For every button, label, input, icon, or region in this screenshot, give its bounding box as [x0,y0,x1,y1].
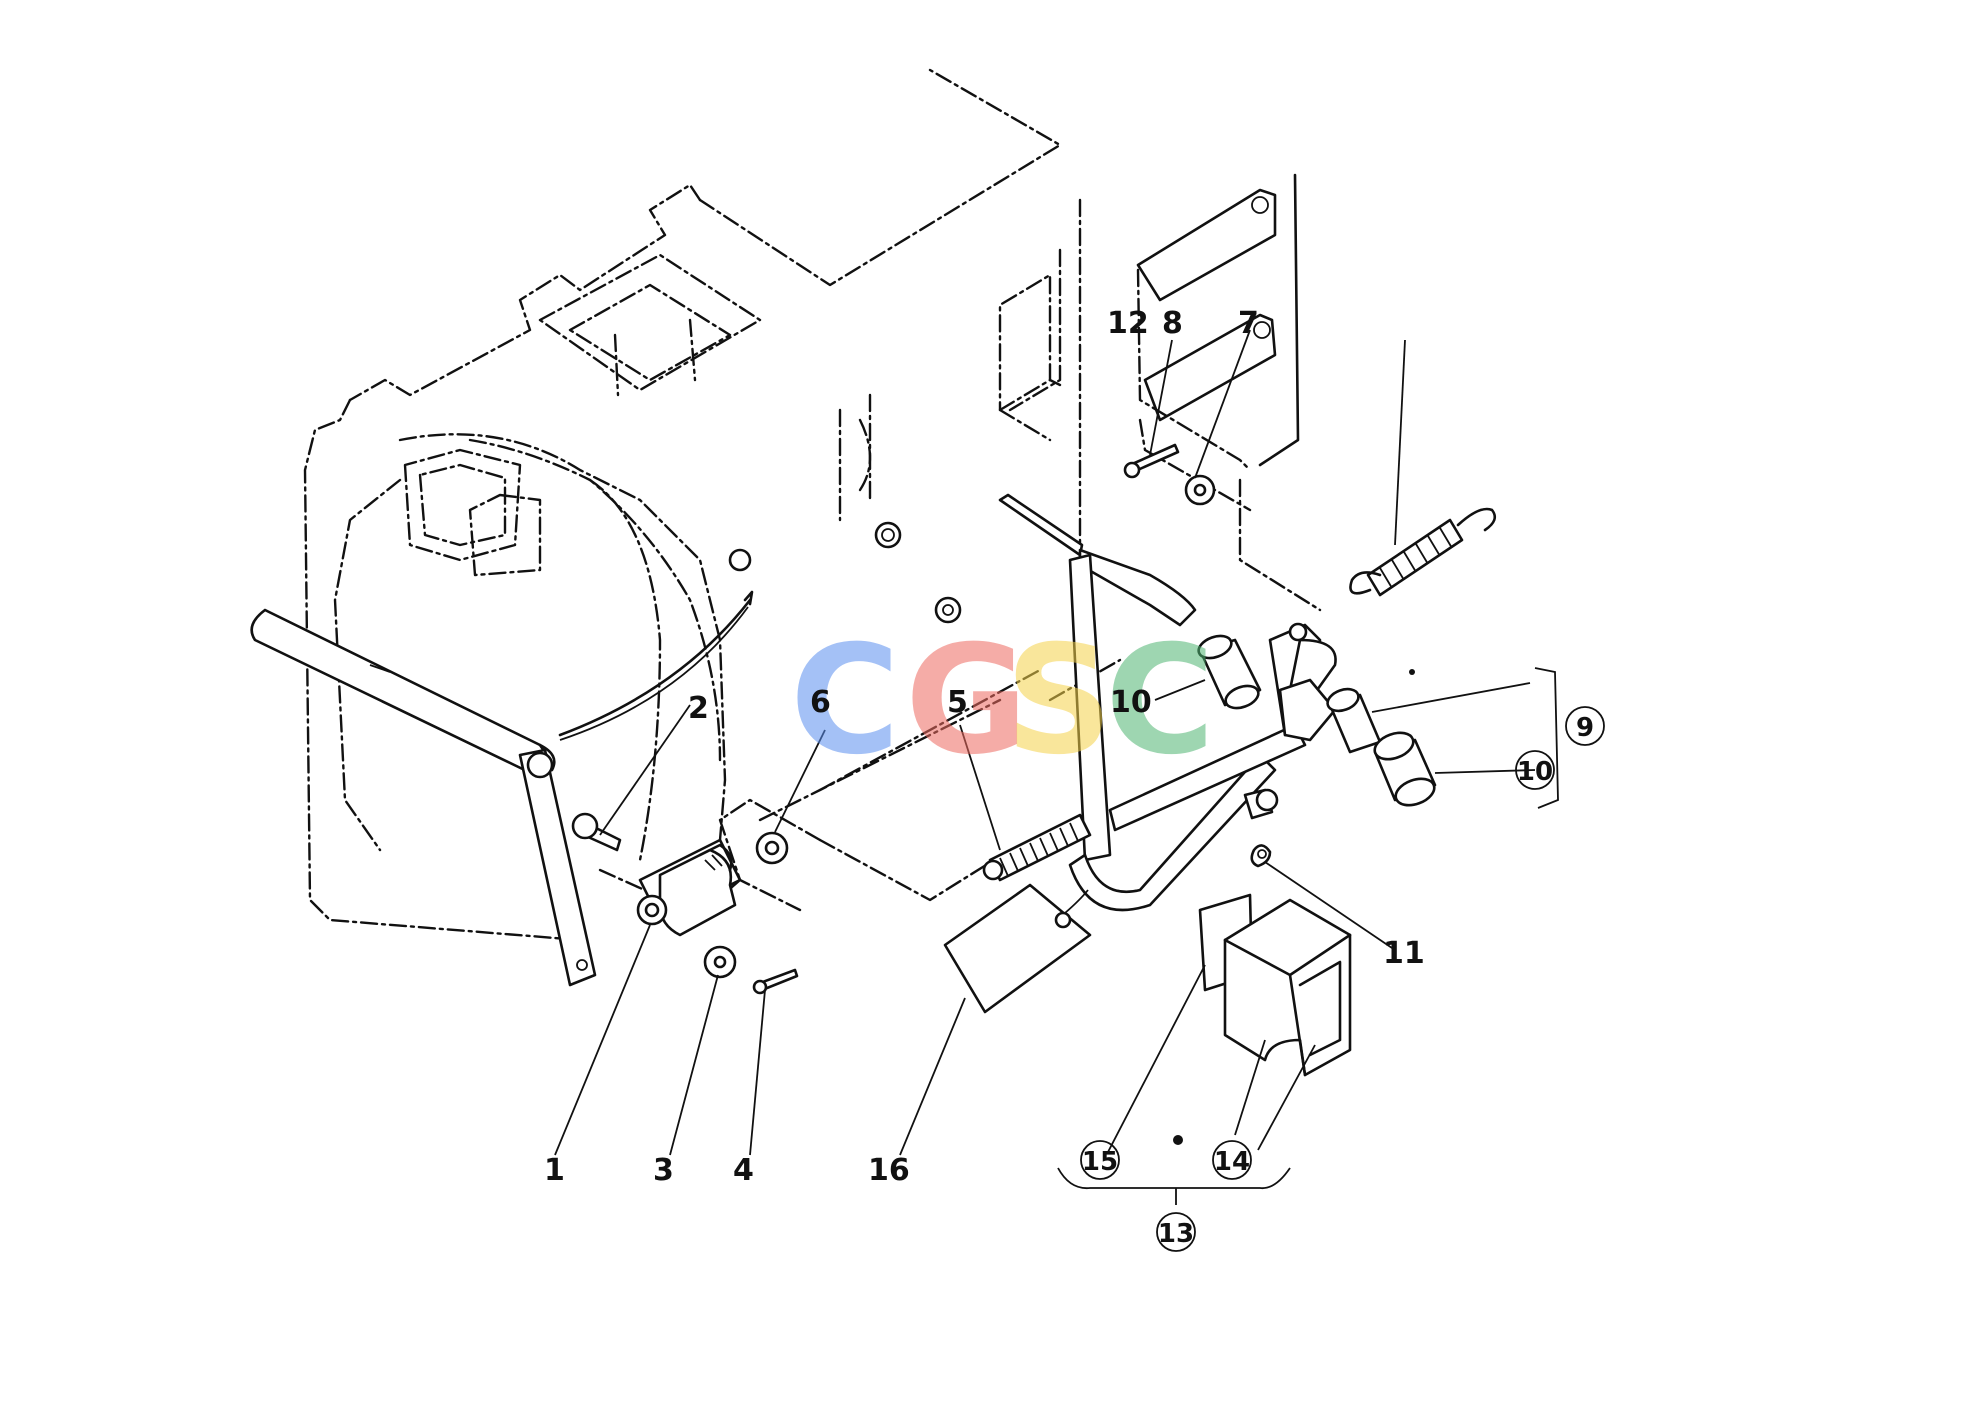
callout-4: 4 [733,1153,754,1188]
callout-10-b-circle: 10 [1515,750,1555,790]
watermark-letter-4: C [1105,614,1215,788]
clutch-shaft [250,608,556,777]
transmission-housing [303,68,1122,942]
callout-7: 7 [1238,306,1259,341]
callout-16: 16 [868,1153,910,1188]
callout-1: 1 [544,1153,565,1188]
callout-3: 3 [653,1153,674,1188]
pin-8 [1123,443,1180,479]
fork-boss [636,838,742,937]
bolt-2 [571,812,622,852]
callout-6: 6 [810,685,831,720]
watermark-letter-2: G [905,614,1028,788]
callout-15-circle: 15 [1080,1140,1120,1180]
watermark-letter-1: C [790,614,900,788]
callout-13-circle: 13 [1156,1212,1196,1252]
mounting-bracket [1136,173,1322,612]
watermark-letter-3: S [1005,614,1113,788]
callout-9: 9 [1576,713,1594,743]
callout-10-b: 10 [1517,757,1553,787]
washer-7 [1184,474,1216,506]
callout-12: 12 [1107,306,1149,341]
circled-callouts: 9 10 15 14 13 [1080,706,1605,1252]
washer-3 [703,945,737,979]
callout-14-circle: 14 [1212,1140,1252,1180]
callout-13: 13 [1158,1219,1194,1249]
nut-6 [755,831,789,865]
pedal-spring-12 [1349,507,1497,597]
callout-5: 5 [947,685,968,720]
pedal-pad-set [1198,893,1352,1077]
release-lever [518,748,597,987]
callout-14: 14 [1214,1147,1250,1177]
callout-15: 15 [1082,1147,1118,1177]
bolt-11 [1243,788,1279,868]
callout-10-a: 10 [1110,685,1152,720]
callout-2: 2 [688,691,709,726]
callout-8: 8 [1162,306,1183,341]
leader-lines [554,329,1559,1205]
link-rod [558,590,754,741]
callout-11: 11 [1383,936,1425,971]
return-spring-5 [982,813,1092,882]
callout-labels: 1 2 3 4 5 6 7 8 12 10 11 16 [544,306,1425,1188]
tag-plate-16 [943,883,1092,1014]
callout-9-circle: 9 [1565,706,1605,746]
clutch-pedal [998,493,1337,912]
housing-bosses [728,521,962,624]
pedal-bushings [1197,634,1437,807]
cotter-pin-4 [752,968,799,995]
watermark: C G S C [790,614,1215,788]
